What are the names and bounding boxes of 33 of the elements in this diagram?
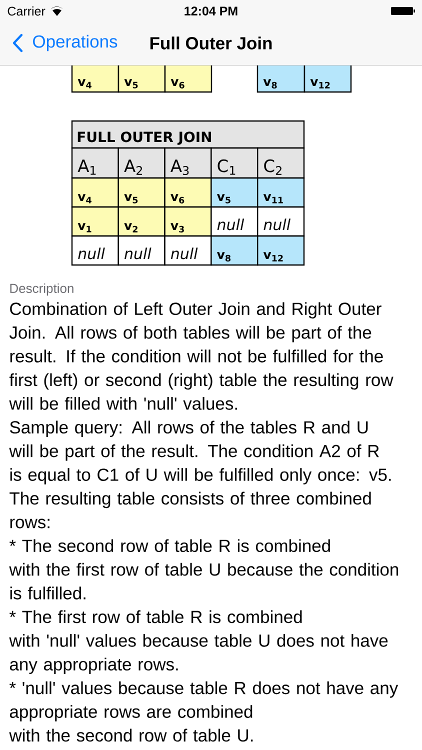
description-text: Sample query: All rows of the tables R and U will be part of the result. The condition A2 of R is equal to C1 of U will be fulfilled only once: v5. [9,420,391,484]
table-cell: A$_{3}$ [164,147,212,179]
description-text: Combination of Left Outer Join and Right Outer Join. All rows of both tables will be part of the result. If the condition will not be fulfilled for the first (left) or second (right) table the resulting row will be filled with 'null' values. [9,302,394,410]
description-text: with the second row of table U. [9,728,253,742]
nav-title: Full Outer Join [150,36,272,50]
table-cell: null [257,206,305,237]
back-button: Operations [12,34,118,52]
table-cell: A$_{2}$ [118,147,166,179]
table-cell: A$_{1}$ [71,147,119,179]
table-cell: v$_{5}$ [118,177,166,208]
table-cell: v$_{12}$ [257,235,305,266]
table-cell: null [118,235,166,266]
table-cell: v$_{11}$ [257,177,305,208]
description-text: with 'null' values because table U does not have any appropriate rows. [9,634,388,674]
table-cell: v$_{5}$ [210,177,258,208]
description-text: * The first row of table R is combined [9,610,302,624]
description-text: * The second row of table R is combined [9,539,330,552]
description-text: with the first row of table U because the condition is fulfilled. [9,562,398,600]
time-text: 12:04 PM [184,6,238,16]
table-cell: v$_{3}$ [164,206,212,237]
table-cell: v$_{6}$ [164,177,212,208]
table-cell: v$_{4}$ [71,177,119,208]
table-cell: v$_{2}$ [118,206,166,237]
table-cell: v$_{8}$ [210,235,258,266]
description-text: The resulting table consists of three combined rows: [10,492,371,528]
status-text: Carrier [8,6,46,16]
section-heading: Description [10,283,74,296]
table-cell: null [164,235,212,266]
table-cell: null [71,235,119,266]
table-cell: C$_{2}$ [257,147,305,179]
table-cell: null [210,206,258,237]
table-cell: v$_{1}$ [71,206,119,237]
table-cell: C$_{1}$ [210,147,258,179]
